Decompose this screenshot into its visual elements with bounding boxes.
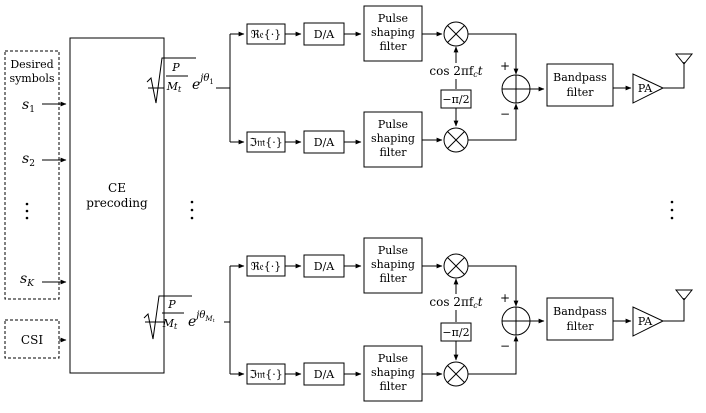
svg-text:shaping: shaping — [371, 258, 415, 271]
mixer-1-imag — [443, 127, 469, 153]
symbol-sk: sK — [20, 271, 35, 289]
mixer-m-real — [443, 253, 469, 279]
svg-text:D/A: D/A — [314, 136, 336, 149]
summer-1 — [501, 74, 531, 104]
mixer-m-imag — [443, 361, 469, 387]
csi-box — [4, 319, 60, 359]
svg-text:D/A: D/A — [314, 28, 336, 41]
ce-label-2: precoding — [86, 196, 148, 210]
svg-text:shaping: shaping — [371, 132, 415, 145]
svg-text:ℜ𝔢{·}: ℜ𝔢{·} — [251, 260, 282, 273]
svg-text:Pulse: Pulse — [378, 12, 408, 25]
svg-text:shaping: shaping — [371, 366, 415, 379]
antenna-m-icon — [674, 289, 694, 301]
svg-text:ℜ𝔢{·}: ℜ𝔢{·} — [251, 28, 282, 41]
svg-text:Bandpass: Bandpass — [553, 305, 607, 318]
svg-text:ejθ1: ejθ1 — [192, 73, 214, 93]
cos-label-1: cos 2πfct — [429, 64, 482, 79]
cos-label-m: cos 2πfct — [429, 295, 482, 310]
svg-text:Pulse: Pulse — [378, 352, 408, 365]
symbol-s1: s1 — [22, 97, 35, 115]
vdots-right — [670, 200, 674, 204]
mixer-1-real — [443, 21, 469, 47]
svg-text:shaping: shaping — [371, 26, 415, 39]
svg-text:Pulse: Pulse — [378, 244, 408, 257]
svg-text:Bandpass: Bandpass — [553, 71, 607, 84]
svg-text:PA: PA — [638, 315, 653, 328]
desired-symbols-box — [4, 50, 60, 300]
svg-text:ejθMt: ejθMt — [188, 310, 216, 330]
pa-1 — [632, 73, 665, 104]
svg-text:filter: filter — [566, 86, 594, 99]
summer-m — [501, 306, 531, 336]
svg-text:filter: filter — [379, 380, 407, 393]
svg-text:ℑ𝔪{·}: ℑ𝔪{·} — [249, 368, 282, 381]
svg-text:P: P — [171, 61, 180, 74]
svg-text:filter: filter — [379, 40, 407, 53]
pa-m — [632, 306, 665, 337]
vdots-1 — [25, 202, 29, 206]
svg-text:+: + — [500, 59, 510, 73]
svg-text:P: P — [167, 298, 176, 311]
sqrt-expression-1: P Mt ejθ1 — [146, 57, 214, 104]
sqrt-expression-m: P Mt ejθMt — [143, 295, 216, 340]
svg-text:Mt: Mt — [162, 317, 178, 331]
ce-label-1: CE — [108, 181, 126, 195]
pulse-shaping-filter-1-imag — [363, 111, 423, 168]
vdots-middle — [190, 200, 194, 204]
branch-m: P Mt ejθMt ℜ𝔢{·} ℑ𝔪{·} D/A D/A Pulse sha… — [143, 237, 694, 402]
svg-text:Pulse: Pulse — [378, 118, 408, 131]
svg-text:−: − — [500, 107, 510, 121]
pulse-shaping-filter-1-real — [363, 5, 423, 62]
bandpass-filter-m — [546, 297, 614, 341]
svg-text:D/A: D/A — [314, 368, 336, 381]
svg-text:filter: filter — [379, 272, 407, 285]
csi-label: CSI — [21, 333, 43, 347]
svg-text:−π/2: −π/2 — [442, 93, 469, 106]
svg-text:−π/2: −π/2 — [442, 326, 469, 339]
svg-text:filter: filter — [566, 320, 594, 333]
antenna-1-icon — [674, 53, 694, 65]
svg-text:filter: filter — [379, 146, 407, 159]
svg-text:PA: PA — [638, 82, 653, 95]
symbol-s2: s2 — [22, 151, 35, 169]
pulse-shaping-filter-m-imag — [363, 345, 423, 402]
branch-1: P Mt ejθ1 ℜ𝔢{·} ℑ𝔪{·} D/A D/A Pulse shap… — [146, 5, 694, 168]
bandpass-filter-1 — [546, 63, 614, 107]
desired-symbols-label-2: symbols — [9, 72, 54, 85]
desired-symbols-label-1: Desired — [10, 58, 53, 71]
svg-text:ℑ𝔪{·}: ℑ𝔪{·} — [249, 136, 282, 149]
pulse-shaping-filter-m-real — [363, 237, 423, 294]
svg-text:−: − — [500, 339, 510, 353]
svg-text:+: + — [500, 291, 510, 305]
svg-text:D/A: D/A — [314, 260, 336, 273]
svg-text:Mt: Mt — [166, 80, 182, 94]
